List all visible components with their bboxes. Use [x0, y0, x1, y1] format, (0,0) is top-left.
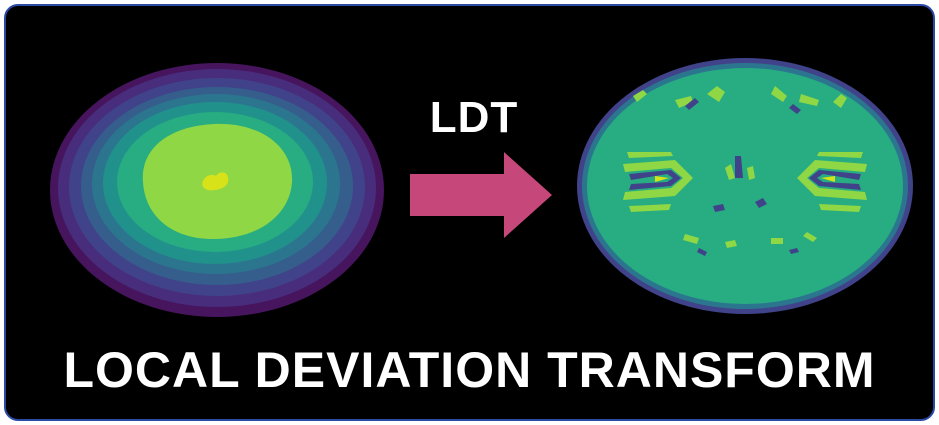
figure-caption: LOCAL DEVIATION TRANSFORM	[63, 342, 876, 398]
figure-panel: LDT	[4, 4, 935, 421]
output-image	[577, 58, 913, 314]
right-arrow-icon	[410, 152, 552, 238]
transform-label: LDT	[429, 93, 519, 142]
input-image	[50, 63, 384, 317]
